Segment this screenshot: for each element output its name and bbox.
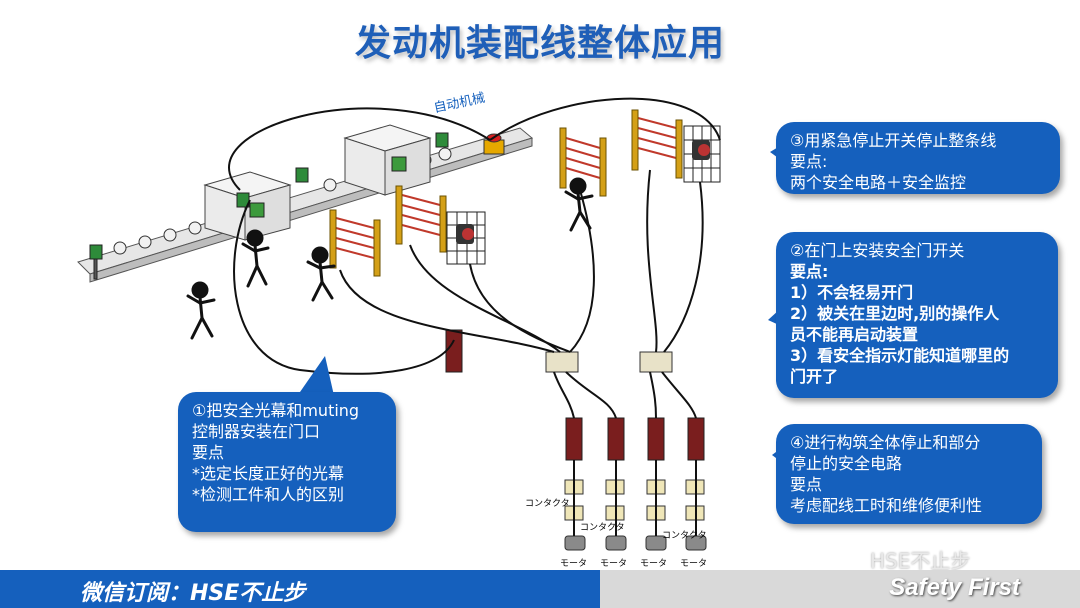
door-switches	[456, 140, 710, 244]
motor-label-1: モータ	[560, 559, 588, 569]
callout-door-switch: ②在门上安装安全门开关 要点: 1）不会轻易开门 2）被关在里边时,别的操作人 …	[776, 232, 1058, 398]
callout-line: ②在门上安装安全门开关	[790, 241, 965, 260]
callout-line: 2）被关在里边时,别的操作人	[790, 304, 1000, 323]
callout-line: 要点	[790, 475, 823, 494]
callout-emergency-stop: ③用紧急停止开关停止整条线 要点: 两个安全电路＋安全监控	[776, 122, 1060, 194]
contactor-label-2: コンタクタ	[580, 523, 625, 533]
callout-line: 要点:	[790, 152, 828, 171]
watermark: HSE不止步	[870, 549, 971, 573]
motor-label-3: モータ	[640, 559, 668, 569]
contactor-label-3: コンタクタ	[662, 531, 707, 541]
signal-posts	[89, 132, 449, 280]
callout-line: 3）看安全指示灯能知道哪里的	[790, 346, 1010, 365]
callout-safety-circuit: ④进行构筑全体停止和部分 停止的安全电路 要点 考虑配线工时和维修便利性	[776, 424, 1042, 524]
machine-cell-1	[203, 171, 292, 241]
callout-line: 要点:	[790, 262, 829, 281]
callout-line: 门开了	[790, 367, 839, 386]
wiring	[228, 97, 721, 536]
worker-figures	[186, 177, 594, 340]
callout-line: 考虑配线工时和维修便利性	[790, 496, 983, 515]
footer-right-bar: Safety First	[600, 570, 1080, 608]
contactors	[564, 479, 705, 521]
safety-relays	[565, 417, 705, 461]
page-title: 发动机装配线整体应用	[354, 23, 725, 64]
callout-line: 1）不会轻易开门	[790, 283, 914, 302]
assembly-line-diagram	[77, 97, 792, 551]
callout-line: ③用紧急停止开关停止整条线	[790, 131, 997, 150]
footer-slogan: Safety First	[889, 574, 1020, 601]
callout-line: ④进行构筑全体停止和部分	[790, 433, 981, 452]
motor-label-2: モータ	[600, 559, 628, 569]
footer-left-bar: 微信订阅：HSE不止步	[0, 570, 600, 608]
light-curtains	[329, 109, 683, 277]
callout-line: *检测工件和人的区别	[192, 485, 345, 504]
motors	[564, 535, 707, 551]
callout-line: *选定长度正好的光幕	[192, 464, 345, 483]
conveyor	[77, 127, 534, 283]
motor-label-4: モータ	[680, 559, 708, 569]
callout-line: 员不能再启动装置	[790, 325, 919, 344]
contactor-label: コンタクタ	[525, 499, 570, 509]
callout-line: 停止的安全电路	[790, 454, 903, 473]
machine-cell-2	[343, 124, 432, 196]
callout-line: ①把安全光幕和muting	[192, 401, 360, 420]
footer-subscribe-text: 微信订阅：HSE不止步	[80, 581, 306, 606]
callout-line: 两个安全电路＋安全监控	[790, 173, 967, 192]
callout-line: 控制器安装在门口	[192, 422, 321, 441]
callout-light-curtain: ①把安全光幕和muting 控制器安装在门口 要点 *选定长度正好的光幕 *检测…	[178, 392, 396, 532]
callout-line: 要点	[192, 443, 225, 462]
